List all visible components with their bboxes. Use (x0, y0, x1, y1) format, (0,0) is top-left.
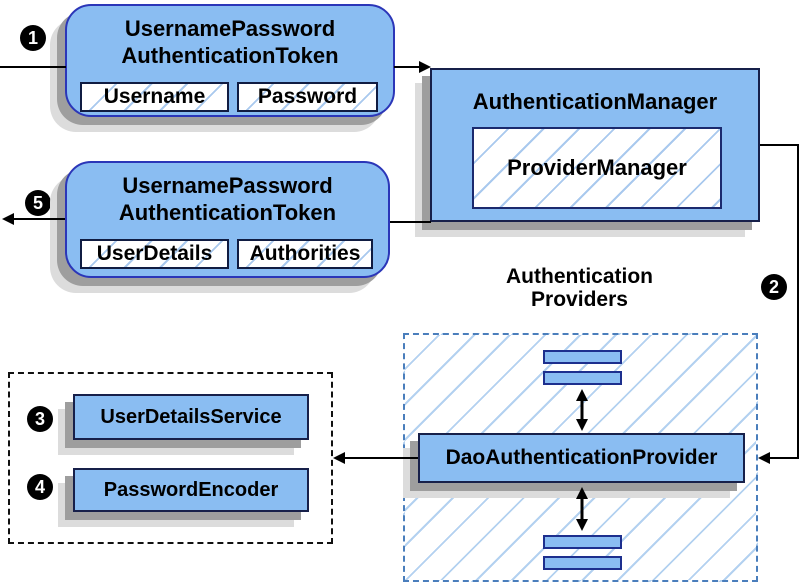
step-4-badge: 4 (27, 474, 53, 500)
user-details-service-node: UserDetailsService (73, 394, 309, 440)
other-provider-bar (543, 371, 622, 385)
authentication-providers-label-line1: Authentication (506, 265, 653, 288)
password-field-box: Password (237, 82, 378, 112)
username-field-box: Username (80, 82, 229, 112)
result-token-title-line1: UsernamePassword (122, 173, 333, 198)
manager-to-provider-arrowhead (758, 452, 770, 464)
userdetails-field-box: UserDetails (80, 239, 229, 269)
request-token-title-line1: UsernamePassword (124, 16, 336, 41)
provider-manager-node: ProviderManager (472, 127, 722, 209)
other-provider-bar (543, 556, 622, 570)
step-5-badge: 5 (25, 190, 51, 216)
result-token-title-line2: AuthenticationToken (118, 200, 337, 225)
request-token-title: UsernamePassword AuthenticationToken (67, 6, 393, 69)
authentication-manager-node: AuthenticationManager ProviderManager (430, 68, 760, 222)
authentication-providers-label: Authentication Providers (452, 265, 707, 311)
authentication-manager-title: AuthenticationManager (472, 89, 718, 114)
request-token-title-line2: AuthenticationToken (121, 43, 339, 68)
manager-to-provider-elbow-line (760, 144, 799, 459)
password-encoder-node: PasswordEncoder (73, 468, 309, 512)
result-outgoing-arrowhead (2, 213, 14, 225)
authentication-providers-label-line2: Providers (531, 288, 628, 311)
request-token-node: UsernamePassword AuthenticationToken Use… (65, 4, 395, 117)
beans-group-box (8, 372, 333, 544)
step-3-badge: 3 (27, 406, 53, 432)
authorities-field-box: Authorities (237, 239, 373, 269)
step-2-badge: 2 (761, 274, 787, 300)
other-provider-bar (543, 350, 622, 364)
step-1-badge: 1 (20, 25, 46, 51)
result-token-node: UsernamePassword AuthenticationToken Use… (65, 161, 390, 278)
dao-to-beans-arrowhead (333, 452, 345, 464)
result-token-title: UsernamePassword AuthenticationToken (67, 163, 388, 226)
dao-authentication-provider-node: DaoAuthenticationProvider (418, 433, 745, 483)
other-provider-bar (543, 535, 622, 549)
